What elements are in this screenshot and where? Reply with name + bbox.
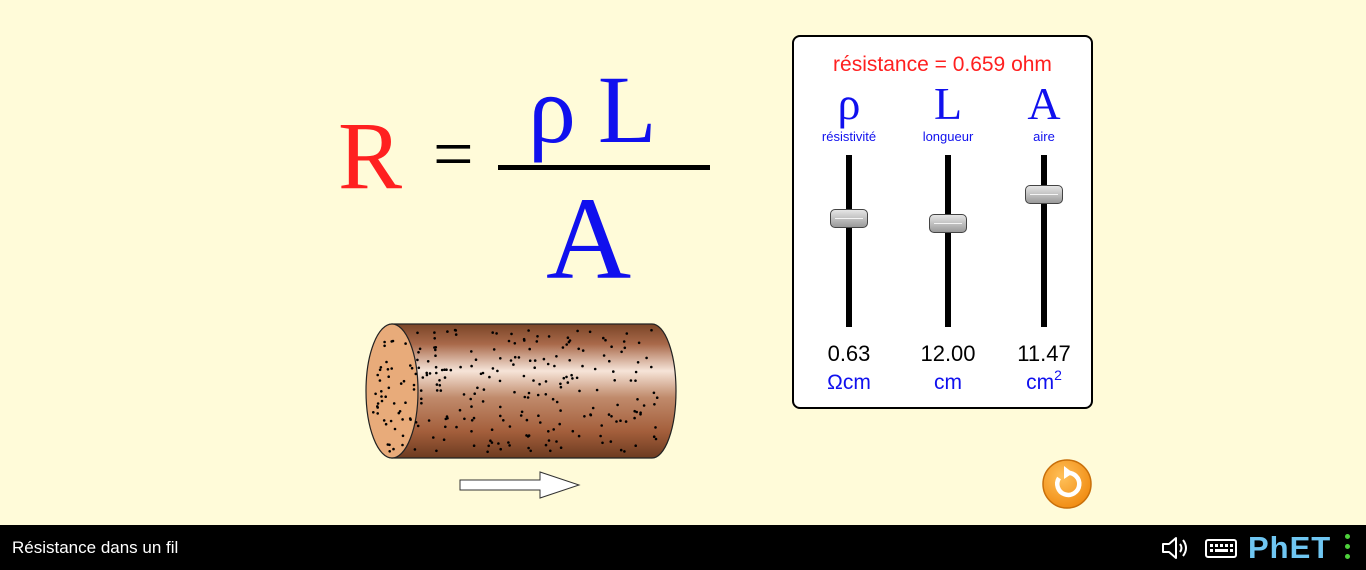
area-unit: cm2	[1004, 367, 1084, 395]
reset-all-button[interactable]	[1041, 458, 1093, 510]
navigation-bar: Résistance dans un fil PhET	[0, 525, 1366, 570]
area-slider-track[interactable]	[1041, 155, 1047, 327]
area-symbol: A	[1027, 78, 1061, 129]
resistivity-value: 0.63	[827, 341, 871, 366]
length-unit: cm	[908, 371, 988, 395]
resistivity-slider-track[interactable]	[846, 155, 852, 327]
length-slider-track[interactable]	[945, 155, 951, 327]
resistivity-unit-text: Ωcm	[827, 371, 871, 394]
area-slider-thumb[interactable]	[1025, 185, 1063, 204]
kebab-menu-icon[interactable]	[1345, 534, 1351, 562]
area-label: aire	[1033, 129, 1055, 144]
equation-area-symbol: A	[546, 173, 632, 304]
phet-logo[interactable]: PhET	[1248, 530, 1331, 566]
length-unit-text: cm	[934, 371, 962, 394]
resistivity-symbol: ρ	[837, 78, 861, 129]
area-unit-text: cm	[1026, 371, 1055, 394]
reset-icon	[1055, 466, 1082, 498]
equation-length-symbol: L	[597, 56, 657, 163]
area-value: 11.47	[1017, 341, 1071, 366]
sim-title: Résistance dans un fil	[12, 538, 179, 557]
resistance-readout: résistance = 0.659 ohm	[833, 53, 1052, 76]
sound-icon[interactable]	[1160, 535, 1192, 561]
area-unit-exponent: 2	[1054, 367, 1062, 383]
equation-equals-sign: =	[433, 114, 474, 194]
phet-logo-text: PhET	[1248, 530, 1332, 565]
resistivity-unit: Ωcm	[809, 371, 889, 395]
keyboard-icon[interactable]	[1205, 536, 1237, 560]
length-value: 12.00	[920, 341, 976, 366]
length-slider-group: L longueur 12.00 cm	[908, 37, 988, 407]
control-panel: résistance = 0.659 ohm ρ résistivité 0.6…	[792, 35, 1093, 409]
wire-cylinder	[365, 323, 677, 459]
length-symbol: L	[933, 78, 963, 129]
resistivity-label: résistivité	[821, 129, 877, 144]
resistivity-slider-thumb[interactable]	[830, 209, 868, 228]
equation-fraction-bar	[498, 165, 710, 170]
resistivity-slider-group: ρ résistivité 0.63 Ωcm	[809, 37, 889, 407]
current-direction-arrow	[459, 471, 581, 499]
area-slider-group: A aire 11.47 cm2	[1004, 37, 1084, 407]
length-slider-thumb[interactable]	[929, 214, 967, 233]
equation-resistance-symbol: R	[338, 102, 403, 209]
length-label: longueur	[922, 129, 974, 144]
equation-rho-symbol: ρ	[528, 56, 576, 163]
